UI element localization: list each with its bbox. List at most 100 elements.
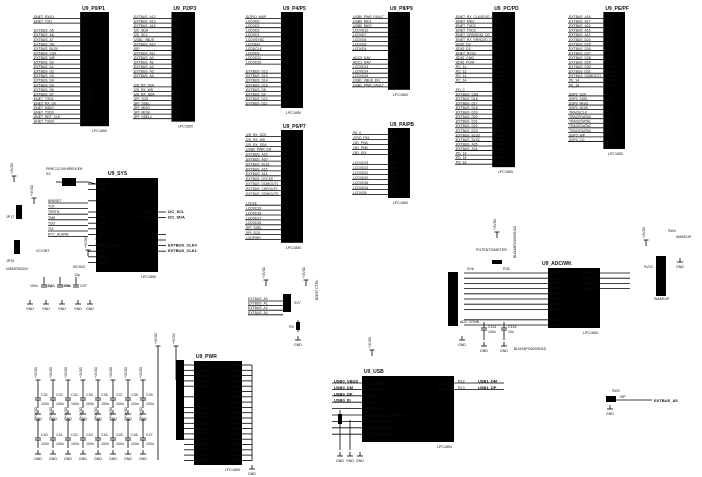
block-part: LPC1850 bbox=[141, 275, 156, 279]
pin-name: PC.11 bbox=[494, 65, 503, 69]
net-label: LCDVD13 bbox=[353, 65, 368, 69]
supply-rail: +3V3D bbox=[124, 367, 131, 386]
block-part: LPC1850 bbox=[583, 331, 598, 335]
rail-label: +3V3D bbox=[139, 367, 143, 378]
pin-name: PE.2 bbox=[605, 24, 612, 28]
net-label: EXTBUS_A1 bbox=[248, 302, 268, 306]
pin-name: TRST bbox=[98, 216, 107, 220]
pin-name: XTAL1 bbox=[98, 182, 108, 186]
net-label: EXTBUS_A12 bbox=[569, 33, 591, 37]
supply-rail: +3V3D bbox=[109, 407, 116, 426]
net-label: USB0_PWR_FAULT bbox=[353, 15, 384, 19]
net-label: SPI_SSEL1 bbox=[134, 115, 152, 119]
ground-label: GND bbox=[124, 417, 132, 421]
ref-label: VCOINT bbox=[36, 249, 50, 253]
net-label: LCDVD3 bbox=[246, 24, 259, 28]
ground-symbol: GND bbox=[49, 450, 57, 461]
pin-name: P7.1 bbox=[283, 207, 290, 211]
pin-name: WAKEUP1 bbox=[582, 276, 599, 280]
pin-name: TDO bbox=[98, 227, 106, 231]
pin-name: P3.0 bbox=[173, 83, 180, 87]
ref-label: JP43 bbox=[6, 259, 14, 263]
pin-name: VDDIO bbox=[196, 411, 207, 415]
pin-name: PE.4 bbox=[605, 33, 612, 37]
net-label: LCDLE bbox=[246, 202, 258, 206]
ground-label: GND bbox=[86, 307, 94, 311]
net-label: EXTBUS_D28 bbox=[569, 56, 591, 60]
pin-name: VSSIO bbox=[230, 416, 241, 420]
pin-name: P4.2 bbox=[283, 24, 290, 28]
net-label: EXTBUS_D29 bbox=[569, 61, 591, 65]
pin-name: PE.13 bbox=[605, 74, 614, 78]
ground-label: GND bbox=[34, 417, 42, 421]
pin-name: VDDIO bbox=[196, 406, 207, 410]
net-label: PD_15 bbox=[456, 156, 466, 160]
pin-name: RESET bbox=[98, 199, 109, 203]
cap-ref: C114 bbox=[488, 325, 496, 329]
ground-symbol: GND bbox=[124, 410, 132, 421]
cap-value: 100n bbox=[71, 402, 79, 406]
ground-label: GND bbox=[336, 459, 344, 463]
pin-name: P3.6 bbox=[173, 106, 180, 110]
net-label: EXTBUS_D26 bbox=[569, 47, 591, 51]
pin-name: P9.5 bbox=[390, 79, 397, 83]
ground-symbol: GND bbox=[79, 450, 87, 461]
net-label: EXTBUS_A2 bbox=[134, 65, 154, 69]
block-box bbox=[387, 128, 410, 198]
net-label: ENET_TXD0 bbox=[34, 111, 54, 115]
net-label: SDIO_CMD bbox=[456, 56, 474, 60]
pin-name: P1.18 bbox=[82, 111, 91, 115]
pin-name: P3.4 bbox=[173, 101, 180, 105]
adc-conn-body bbox=[448, 272, 458, 326]
ref-label: R3 bbox=[100, 261, 105, 265]
cap-value: 100n bbox=[86, 402, 94, 406]
ground-label: GND bbox=[42, 307, 50, 311]
net-label: EXTBUS_CLK0 bbox=[168, 243, 198, 248]
pin-name: USB1_DP bbox=[437, 388, 453, 392]
net-label: USB1_VBUS_EN bbox=[353, 79, 380, 83]
net-label: EXTBUS_BLS1 bbox=[246, 162, 270, 166]
net-label: EXTBUS_D20 bbox=[456, 115, 478, 119]
ground-symbol: GND bbox=[248, 465, 256, 476]
cap-value: 100n bbox=[101, 442, 109, 446]
net-label: EXTBUS_A2 bbox=[248, 306, 268, 310]
ground-symbol: GND bbox=[500, 342, 508, 353]
pin-name: P6.7 bbox=[283, 167, 290, 171]
net-label: EXTBUS_D19 bbox=[456, 111, 478, 115]
pin-name: P4.8 bbox=[283, 51, 290, 55]
pin-name: RTC_ALARM bbox=[98, 244, 119, 248]
pin-name: VDDIO bbox=[196, 432, 207, 436]
net-label: LCDVD2 bbox=[246, 29, 259, 33]
cap-value: 100n bbox=[131, 402, 139, 406]
ref-label: SV22 bbox=[644, 265, 653, 269]
cap-ref: C115 bbox=[508, 325, 516, 329]
ground-symbol: GND bbox=[109, 410, 117, 421]
pin-name: PF.5 bbox=[605, 115, 612, 119]
ground-label: GND bbox=[248, 472, 256, 476]
pin-name: VSS bbox=[233, 369, 241, 373]
pin-name: RTCX2 bbox=[98, 255, 109, 259]
pin-name: VDDIO bbox=[196, 437, 207, 441]
pin-name: VSSIO bbox=[230, 406, 241, 410]
net-label: ENET_TXD1 bbox=[34, 97, 54, 101]
pin-name: WAKEUP2 bbox=[582, 282, 599, 286]
ref-label: R13 bbox=[458, 386, 465, 390]
pin-name: VSSIO bbox=[230, 427, 241, 431]
wakeup-net: WAKEUP bbox=[654, 297, 670, 301]
rail-label: +3V3D bbox=[94, 407, 98, 418]
pin-name: PE.8 bbox=[605, 51, 612, 55]
pin-name: PD.9 bbox=[494, 129, 502, 133]
ref-label: SW2 bbox=[612, 389, 620, 393]
net-label: USB0_DP bbox=[334, 391, 353, 396]
wire bbox=[87, 181, 97, 185]
pin-name: P6.9 bbox=[283, 177, 290, 181]
pin-name: VSSIO bbox=[230, 453, 241, 457]
supply-rail: +3V3C bbox=[172, 333, 179, 352]
pin-name: P7.7 bbox=[283, 236, 290, 240]
pin-name: P1.13 bbox=[82, 88, 91, 92]
ground-label: GND bbox=[79, 417, 87, 421]
net-label: EXTBUS_D11 bbox=[246, 101, 268, 105]
ground-symbol: GND bbox=[480, 342, 488, 353]
